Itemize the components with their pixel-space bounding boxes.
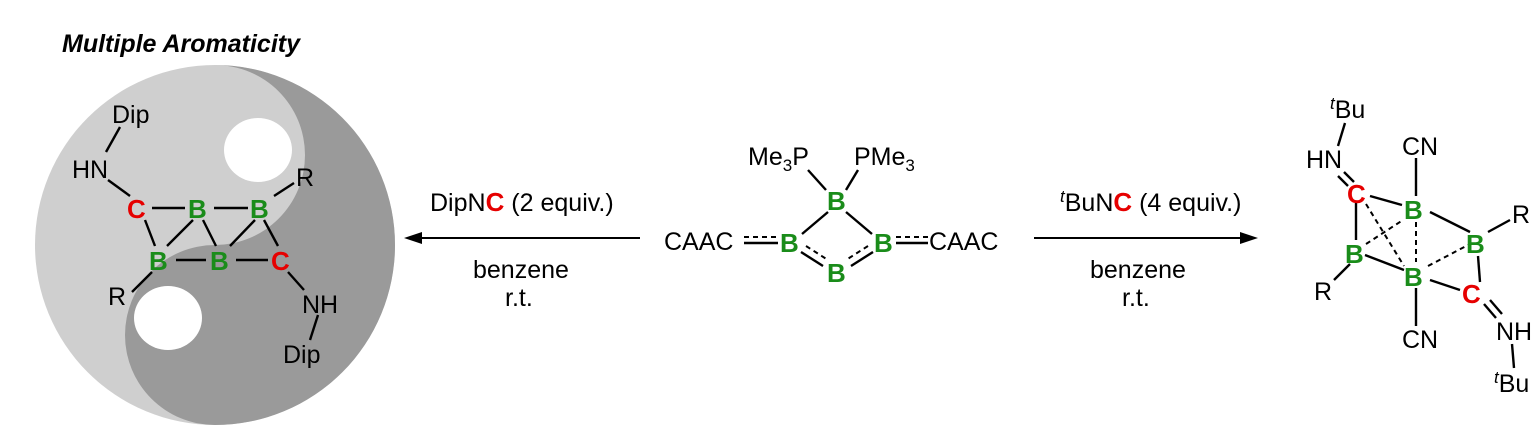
arrowhead-right xyxy=(1240,232,1258,244)
bond-bleft-bbottom-partial xyxy=(805,245,829,261)
bond-bright-r xyxy=(1487,218,1511,234)
bond-b1-b3 xyxy=(166,219,194,247)
bond-bleft-bbottom xyxy=(800,250,824,268)
bond-dip-n xyxy=(104,126,122,153)
bond-c1-b3 xyxy=(143,219,157,247)
bond-bright-bbottom xyxy=(850,250,874,268)
caac-right-label: CAAC xyxy=(929,228,998,256)
tbu-bottom-label: tBu xyxy=(1494,368,1529,398)
bond-n-c1 xyxy=(107,179,131,197)
boron-atom-1: B xyxy=(188,194,207,224)
boron-left: B xyxy=(780,228,799,258)
bond-bright-cbottom xyxy=(1476,255,1482,283)
boron-right: B xyxy=(874,228,893,258)
boron-top: B xyxy=(827,186,846,216)
left-temp-label: r.t. xyxy=(505,284,533,312)
carbon-atom-1: C xyxy=(127,194,146,224)
right-solvent-label: benzene xyxy=(1090,256,1186,284)
bond-n-c-top-1 xyxy=(1343,171,1355,183)
me3p-label: Me3P xyxy=(748,143,809,175)
cn-bottom-label: CN xyxy=(1402,326,1438,354)
bond-cbottom-n-2 xyxy=(1489,299,1503,315)
right-temp-label: r.t. xyxy=(1122,284,1150,312)
right-reagent-label: tBuNC (4 equiv.) xyxy=(1060,187,1241,217)
tbu-top-label: tBu xyxy=(1330,94,1365,124)
bond-n-tbu-bottom xyxy=(1510,343,1516,369)
figure-title: Multiple Aromaticity xyxy=(62,30,301,58)
boron-top-right: B xyxy=(1404,195,1423,225)
bond-p-b-left xyxy=(807,169,827,191)
bond-cbottom-n-1 xyxy=(1483,303,1497,319)
cn-top-label: CN xyxy=(1402,133,1438,161)
bond-b2-r xyxy=(273,181,295,198)
bond-tbu-n-top xyxy=(1336,122,1347,147)
right-reaction-arrow: tBuNC (4 equiv.) benzene r.t. xyxy=(1034,187,1258,312)
bond-btop-bright xyxy=(845,211,873,235)
bond-b2-b4 xyxy=(229,219,256,247)
caac-left-label: CAAC xyxy=(664,228,733,256)
nh-label: NH xyxy=(302,291,338,319)
arrowhead-left xyxy=(404,232,422,244)
boron-atom-2: B xyxy=(250,194,269,224)
dip-top-label: Dip xyxy=(112,101,150,129)
yin-yang-upper-eye xyxy=(224,118,292,182)
hn-right-label: HN xyxy=(1306,146,1342,174)
bond-bleft-r xyxy=(1333,263,1351,281)
bond-bbottom-cbottom xyxy=(1429,278,1461,292)
carbon-top: C xyxy=(1347,179,1366,209)
left-solvent-label: benzene xyxy=(473,256,569,284)
bond-bleft-btop-dashed xyxy=(1365,219,1404,245)
bond-bleft-bbottom xyxy=(1364,253,1405,272)
left-product-molecule: Dip HN C B B R B B C R NH Dip xyxy=(72,101,338,369)
boron-right-right: B xyxy=(1466,229,1485,259)
bond-n-c-top-2 xyxy=(1337,175,1349,187)
left-reaction-arrow: DipNC (2 equiv.) benzene r.t. xyxy=(404,187,640,312)
bond-b1-b4 xyxy=(201,219,218,247)
bond-ctop-btop xyxy=(1369,194,1403,207)
bond-n-dip xyxy=(308,314,320,341)
bond-c2-n xyxy=(287,271,305,291)
r-right-label: R xyxy=(1512,201,1530,229)
bond-b3-r xyxy=(131,271,153,293)
yin-yang-lower-eye xyxy=(134,286,202,350)
boron-atom-3: B xyxy=(149,246,168,276)
central-reactant: Me3P PMe3 B B B B CAAC CAAC xyxy=(664,143,998,288)
boron-bottom-right: B xyxy=(1404,262,1423,292)
r-top-label: R xyxy=(296,164,314,192)
bond-b2-c2 xyxy=(262,219,280,247)
bond-btop-bright xyxy=(1429,210,1471,234)
boron-atom-4: B xyxy=(210,246,229,276)
bond-bbottom-bright-dashed xyxy=(1427,243,1471,267)
boron-bottom: B xyxy=(827,258,846,288)
bond-p-b-right xyxy=(844,169,860,191)
nh-right-label: NH xyxy=(1496,318,1532,346)
r-bottom-label: R xyxy=(108,283,126,311)
right-product-molecule: tBu HN CN C B R B B R B C CN NH tBu xyxy=(1306,94,1532,398)
bond-bright-bbottom-partial xyxy=(845,245,869,261)
left-reagent-label: DipNC (2 equiv.) xyxy=(430,187,614,217)
dip-bottom-label: Dip xyxy=(283,341,321,369)
carbon-bottom: C xyxy=(1462,279,1481,309)
r-left-label: R xyxy=(1314,278,1332,306)
carbon-atom-2: C xyxy=(271,246,290,276)
boron-left-right: B xyxy=(1345,239,1364,269)
pme3-label: PMe3 xyxy=(854,143,915,175)
bond-btop-bleft xyxy=(801,211,829,235)
bond-ctop-bbottom-dashed xyxy=(1365,203,1405,267)
hn-label: HN xyxy=(72,156,108,184)
